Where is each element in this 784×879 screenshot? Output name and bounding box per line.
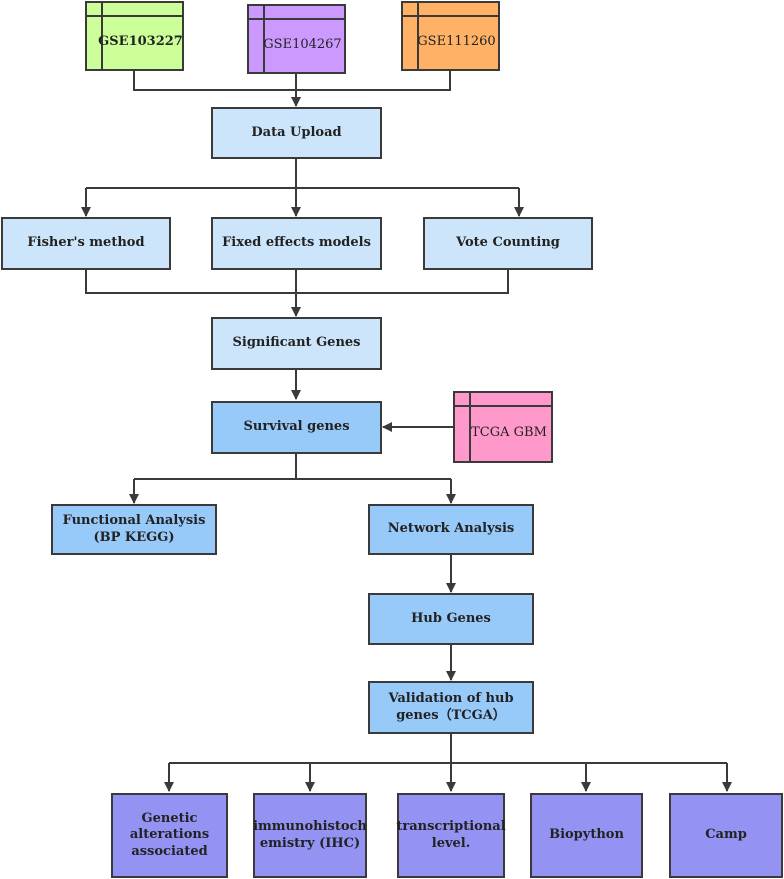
node-genetic-line3: associated <box>131 843 208 859</box>
node-functional-analysis-line1: Functional Analysis <box>62 513 206 529</box>
node-biopython: Biopython <box>530 793 643 878</box>
node-hub-genes: Hub Genes <box>368 593 534 645</box>
node-significant-genes-label: Significant Genes <box>232 335 361 351</box>
node-genetic-alterations: Genetic alterations associated <box>111 793 228 878</box>
node-fishers-method-label: Fisher's method <box>27 235 145 251</box>
source-gse104267: GSE104267 <box>247 4 346 74</box>
node-significant-genes: Significant Genes <box>211 317 382 370</box>
source-gse103227-label: GSE103227 <box>98 33 183 49</box>
node-validation-hub-genes: Validation of hub genes（TCGA） <box>368 681 534 734</box>
node-survival-genes: Survival genes <box>211 401 382 454</box>
node-vote-counting: Vote Counting <box>423 217 593 270</box>
source-tcga-gbm: TCGA GBM <box>453 391 553 463</box>
connector-fishers-merge <box>85 269 296 294</box>
source-gse111260: GSE111260 <box>401 1 500 71</box>
node-hub-genes-label: Hub Genes <box>411 610 491 626</box>
connector-gse103227 <box>133 70 296 91</box>
node-genetic-line1: Genetic <box>141 811 198 827</box>
node-functional-analysis-line2: (BP KEGG) <box>93 529 175 545</box>
node-genetic-line2: alterations <box>129 827 210 843</box>
node-transcriptional-level: transcriptional level. <box>396 793 506 878</box>
node-functional-analysis: Functional Analysis (BP KEGG) <box>51 504 217 555</box>
node-transcriptional-line1: transcriptional <box>396 819 506 835</box>
source-gse103227: GSE103227 <box>85 1 184 71</box>
node-validation-line2: genes（TCGA） <box>396 707 506 723</box>
node-validation-line1: Validation of hub <box>388 691 514 707</box>
source-gse111260-label: GSE111260 <box>417 33 496 49</box>
node-fixed-effects-label: Fixed effects models <box>222 235 371 251</box>
source-tcga-gbm-label: TCGA GBM <box>471 424 547 440</box>
node-fishers-method: Fisher's method <box>1 217 171 270</box>
node-biopython-label: Biopython <box>549 827 624 843</box>
node-ihc: immunohistoch emistry (IHC) <box>253 793 367 878</box>
node-fixed-effects: Fixed effects models <box>211 217 382 270</box>
node-transcriptional-line2: level. <box>431 835 471 851</box>
node-vote-counting-label: Vote Counting <box>456 235 560 251</box>
node-survival-genes-label: Survival genes <box>243 419 350 435</box>
node-camp-label: Camp <box>705 827 747 843</box>
node-data-upload: Data Upload <box>211 107 382 159</box>
connector-gse111260 <box>296 70 451 91</box>
node-network-analysis-label: Network Analysis <box>387 521 515 537</box>
node-data-upload-label: Data Upload <box>251 124 342 140</box>
connector-vote-merge <box>296 269 509 294</box>
node-ihc-line1: immunohistoch <box>253 819 367 835</box>
node-network-analysis: Network Analysis <box>368 504 534 555</box>
source-gse104267-label: GSE104267 <box>263 36 342 52</box>
node-ihc-line2: emistry (IHC) <box>259 835 361 851</box>
node-camp: Camp <box>669 793 783 878</box>
